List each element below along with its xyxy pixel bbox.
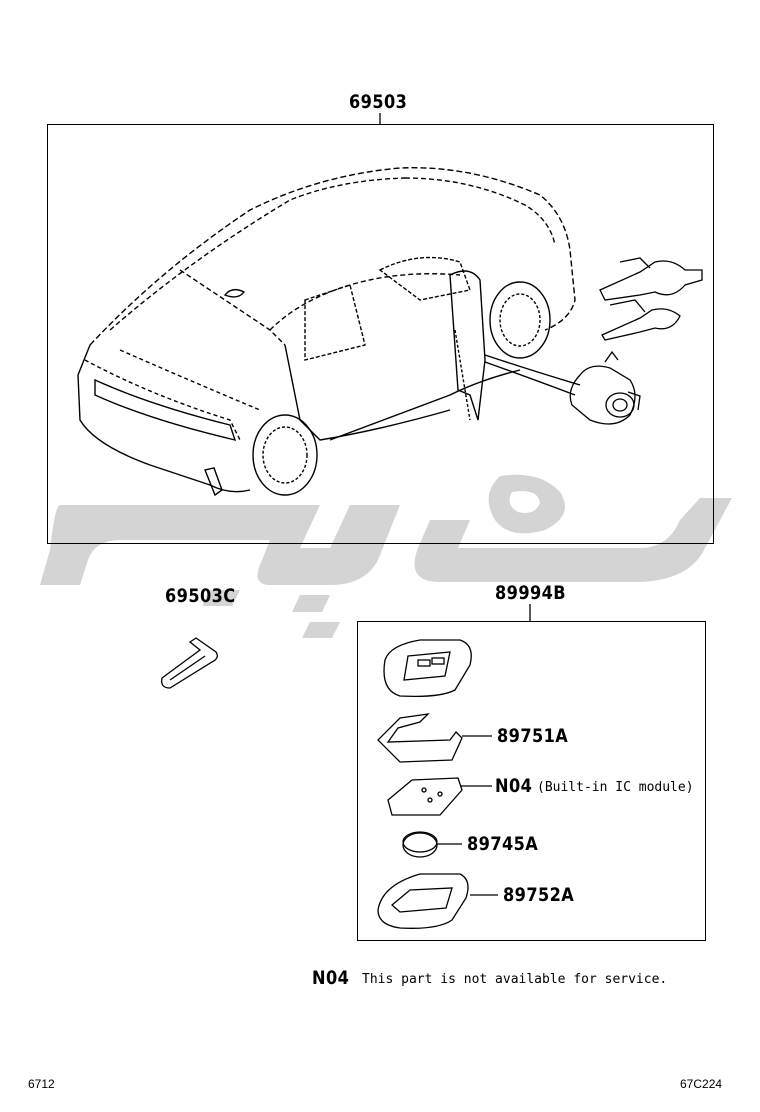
note-text: This part is not available for service. xyxy=(362,972,668,987)
key-kit-frame xyxy=(357,621,706,941)
watermark-shapes xyxy=(40,474,732,638)
main-assembly-frame xyxy=(47,124,714,544)
car-illustration xyxy=(77,167,581,497)
callout-89745A: 89745A xyxy=(467,833,539,855)
footer-right-code: 67C224 xyxy=(680,1077,723,1091)
callout-89752A: 89752A xyxy=(503,884,575,906)
ic-board-illustration xyxy=(387,777,463,816)
note-code: N04 xyxy=(312,967,350,989)
battery-illustration xyxy=(402,831,438,858)
footer-left-code: 6712 xyxy=(28,1077,55,1091)
lock-cylinder-illustration xyxy=(569,350,641,425)
case-illustration xyxy=(377,873,469,929)
callout-N04: N04 xyxy=(495,775,533,797)
callout-N04-note: (Built-in IC module) xyxy=(537,780,694,795)
gasket-illustration xyxy=(377,713,463,763)
fob-cover-illustration xyxy=(383,639,472,698)
key-blanks-illustration xyxy=(599,257,703,341)
blank-key-illustration xyxy=(161,637,218,689)
callout-89751A: 89751A xyxy=(497,725,569,747)
callout-69503: 69503 xyxy=(349,91,408,113)
callout-69503C: 69503C xyxy=(165,585,236,607)
callout-89994B: 89994B xyxy=(495,582,567,604)
